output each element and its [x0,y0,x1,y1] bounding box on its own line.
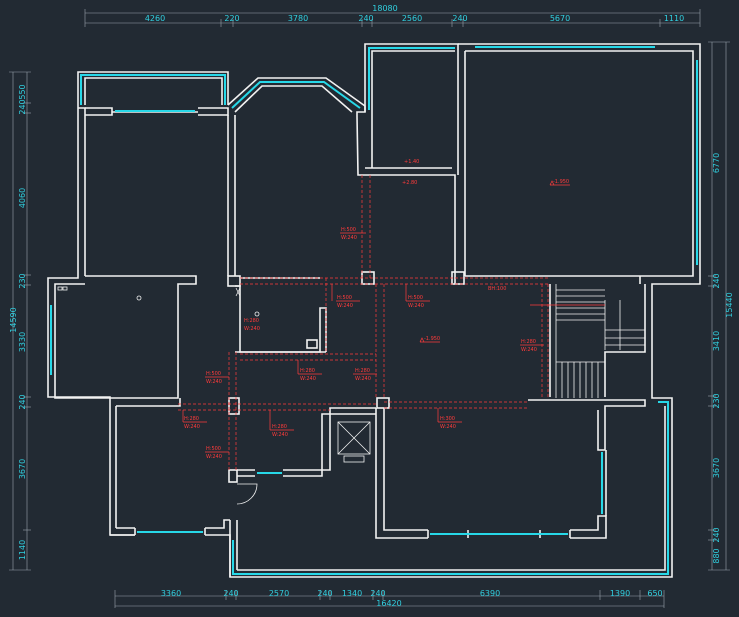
small-text: +2.80 [402,180,417,186]
beam-lines [178,175,605,470]
dim-right-2: 3410 [712,331,721,351]
beam-labels: H:500 W:240 H:500 W:240 H:500 W:240 H:28… [182,159,570,460]
dimension-lines [9,9,730,608]
svg-text:W:240: W:240 [300,376,316,382]
svg-text:W:240: W:240 [184,424,200,430]
svg-text:W:240: W:240 [244,326,260,332]
dim-bottom-4: 1340 [342,589,362,598]
small-text: BH:100 [488,286,506,292]
dim-right-4: 3670 [712,458,721,478]
svg-text:-1.950: -1.950 [424,336,440,342]
svg-text:W:240: W:240 [521,347,537,353]
dim-top-3: 240 [358,14,373,23]
walls [47,43,701,578]
small-text: +1.40 [404,159,419,165]
svg-text:H:500: H:500 [206,446,221,452]
svg-text:H:300: H:300 [440,416,455,422]
dim-left-4: 3330 [18,332,27,352]
elevator-shaft-icon [337,421,371,463]
windows [50,46,698,575]
dim-right-1: 240 [712,273,721,288]
svg-text:H:280: H:280 [521,339,536,345]
svg-text:W:240: W:240 [206,454,222,460]
dim-top-2: 3780 [288,14,308,23]
dim-left-2: 4060 [18,188,27,208]
door-swing-icon [236,483,258,505]
dim-top-6: 5670 [550,14,570,23]
level-mark: -1.950 [549,179,570,186]
beam-label: H:500 W:240 [405,284,430,309]
stair-icon [555,284,645,398]
dim-left-1: 240 [18,99,27,114]
dim-bottom-7: 1390 [610,589,630,598]
dim-bottom-8: 650 [647,589,662,598]
svg-text:W:240: W:240 [440,424,456,430]
dim-top-7: 1110 [664,14,684,23]
svg-text:H:280: H:280 [300,368,315,374]
dim-bottom-1: 240 [223,589,238,598]
svg-text:H:500: H:500 [206,371,221,377]
dim-bottom-5: 240 [370,589,385,598]
fixtures [57,286,260,317]
dim-right-6: 880 [712,548,721,563]
beam-label: H:500 W:240 [205,371,229,385]
dim-right-0: 6770 [712,153,721,173]
dim-top-5: 240 [452,14,467,23]
dim-bottom-0: 3360 [161,589,181,598]
svg-text:W:240: W:240 [272,432,288,438]
beam-label: H:280 W:240 [244,318,260,332]
dim-left-0: 550 [18,84,27,99]
svg-text:W:240: W:240 [337,303,353,309]
dim-left-3: 230 [18,273,27,288]
svg-text:W:240: W:240 [408,303,424,309]
dim-right-total: 15440 [725,292,734,317]
svg-text:W:240: W:240 [355,376,371,382]
level-mark: -1.950 [419,336,440,343]
svg-text:H:280: H:280 [184,416,199,422]
svg-text:H:280: H:280 [272,424,287,430]
dim-left-5: 240 [18,394,27,409]
svg-text:H:280: H:280 [244,318,259,324]
beam-label: H:500 W:240 [340,227,366,241]
dim-right-3: 230 [712,393,721,408]
svg-text:W:240: W:240 [341,235,357,241]
svg-text:H:500: H:500 [408,295,423,301]
dim-top-0: 4260 [145,14,165,23]
dim-left-total: 14590 [9,307,18,332]
dimension-labels: 18080 4260 220 3780 240 2560 240 5670 11… [9,4,734,608]
svg-text:H:500: H:500 [337,295,352,301]
dim-left-6: 3670 [18,459,27,479]
dim-bottom-total: 16420 [376,599,401,608]
beam-label: H:300 W:240 [437,408,462,430]
beam-label: H:280 W:240 [269,410,294,438]
dim-bottom-2: 2570 [269,589,289,598]
svg-text:H:280: H:280 [355,368,370,374]
beam-label: H:500 W:240 [331,284,360,309]
svg-text:H:500: H:500 [341,227,356,233]
beam-label: H:280 W:240 [353,368,377,382]
dim-top-total: 18080 [372,4,397,13]
dim-top-4: 2560 [402,14,422,23]
dim-bottom-6: 6390 [480,589,500,598]
dim-bottom-3: 240 [317,589,332,598]
svg-text:-1.950: -1.950 [553,179,569,185]
beam-label: H:280 W:240 [520,339,544,353]
beam-label: H:280 W:240 [297,360,322,382]
dim-left-7: 1140 [18,540,27,560]
dim-right-5: 240 [712,527,721,542]
svg-text:W:240: W:240 [206,379,222,385]
dim-top-1: 220 [224,14,239,23]
beam-label: H:500 W:240 [205,446,229,460]
beam-label: H:280 W:240 [182,410,207,430]
